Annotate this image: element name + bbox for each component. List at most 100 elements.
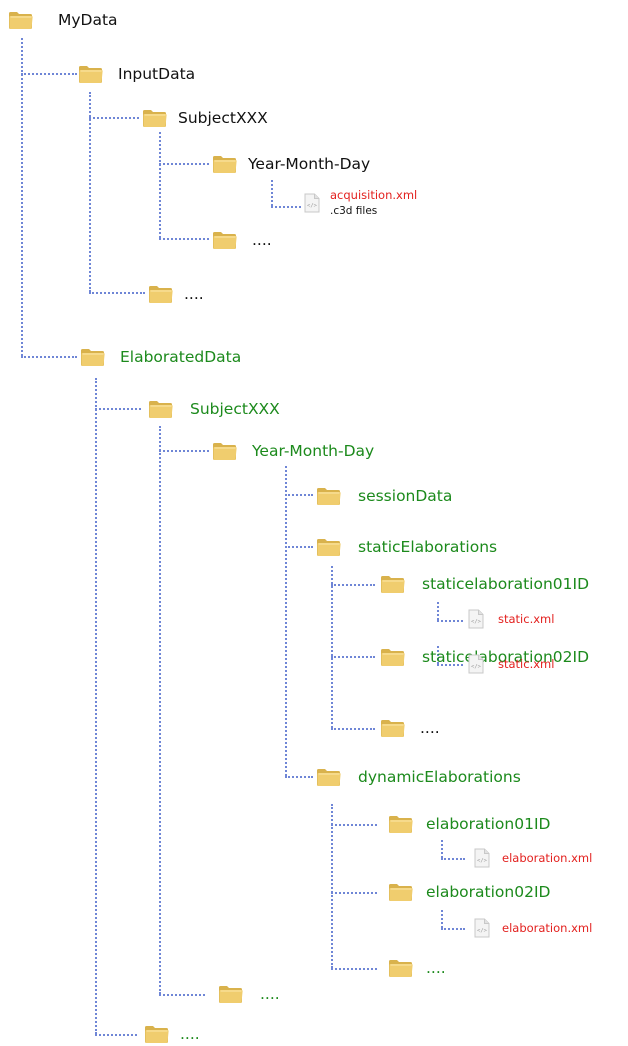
file-label: elaboration.xml	[502, 921, 593, 935]
folder-icon	[142, 108, 168, 128]
connector-line	[159, 238, 209, 240]
folder-icon	[148, 399, 174, 419]
folder-node-inputdata[interactable]: InputData	[78, 62, 195, 86]
connector-line	[437, 664, 463, 666]
folder-label: elaboration01ID	[426, 815, 551, 833]
folder-label: ....	[180, 1025, 200, 1043]
connector-line	[285, 466, 287, 776]
connector-line	[21, 73, 77, 75]
connector-line	[89, 292, 145, 294]
folder-node-static-elaborations[interactable]: staticElaborations	[316, 535, 497, 559]
connector-line	[95, 408, 141, 410]
folder-node-static-more[interactable]: ....	[380, 716, 440, 740]
folder-label: ....	[252, 231, 272, 249]
folder-node-input-date-more[interactable]: ....	[212, 228, 272, 252]
folder-icon	[316, 537, 342, 557]
connector-line	[441, 910, 443, 928]
connector-line	[331, 824, 377, 826]
xml-file-icon: </>	[468, 609, 484, 629]
connector-line	[285, 494, 313, 496]
folder-node-static02[interactable]: staticelaboration02ID	[380, 645, 589, 669]
connector-line	[21, 38, 23, 356]
connector-line	[159, 994, 205, 996]
connector-line	[331, 566, 333, 728]
xml-file-icon: </>	[304, 193, 320, 213]
svg-text:</>: </>	[477, 928, 488, 934]
connector-line	[95, 378, 97, 1034]
file-label: static.xml	[498, 657, 555, 671]
folder-icon	[316, 486, 342, 506]
folder-label: InputData	[118, 65, 196, 83]
file-node-static01[interactable]: </> static.xml	[468, 608, 554, 630]
svg-text:</>: </>	[307, 203, 318, 209]
folder-node-sessiondata[interactable]: sessionData	[316, 484, 452, 508]
folder-node-elab-subject-more[interactable]: ....	[144, 1022, 200, 1046]
folder-node-input-subject-more[interactable]: ....	[148, 282, 204, 306]
folder-icon	[316, 767, 342, 787]
connector-line	[271, 206, 301, 208]
file-label: static.xml	[498, 612, 555, 626]
connector-line	[271, 180, 273, 206]
connector-line	[331, 584, 375, 586]
file-label: acquisition.xml	[330, 188, 418, 202]
folder-icon	[212, 441, 238, 461]
folder-label: ....	[184, 285, 204, 303]
connector-line	[441, 928, 465, 930]
connector-line	[285, 776, 313, 778]
folder-node-mydata[interactable]: MyData	[8, 8, 118, 32]
connector-line	[331, 892, 377, 894]
folder-icon	[388, 814, 414, 834]
file-node-elab02[interactable]: </> elaboration.xml	[474, 917, 592, 939]
svg-text:</>: </>	[477, 858, 488, 864]
folder-icon	[8, 10, 34, 30]
folder-icon	[380, 718, 406, 738]
file-node-elab01[interactable]: </> elaboration.xml	[474, 847, 592, 869]
connector-line	[331, 728, 375, 730]
folder-label: staticelaboration01ID	[422, 575, 590, 593]
folder-node-elab-date[interactable]: Year-Month-Day	[212, 439, 374, 463]
folder-label: dynamicElaborations	[358, 768, 521, 786]
connector-line	[331, 656, 375, 658]
connector-line	[89, 92, 91, 292]
folder-label: Year-Month-Day	[252, 442, 375, 460]
folder-node-elab02[interactable]: elaboration02ID	[388, 880, 550, 904]
file-node-acquisition[interactable]: </> acquisition.xml .c3d files	[304, 186, 417, 220]
svg-text:</>: </>	[471, 664, 482, 670]
file-node-static02[interactable]: </> static.xml	[468, 653, 554, 675]
folder-node-dynamic-elaborations[interactable]: dynamicElaborations	[316, 765, 521, 789]
connector-line	[89, 117, 139, 119]
folder-node-elab-subject[interactable]: SubjectXXX	[148, 397, 280, 421]
folder-label: sessionData	[358, 487, 453, 505]
connector-line	[21, 356, 77, 358]
xml-file-icon: </>	[474, 848, 490, 868]
folder-icon	[212, 230, 238, 250]
folder-node-elaborateddata[interactable]: ElaboratedData	[80, 345, 241, 369]
folder-label: ....	[260, 985, 280, 1003]
file-sublabel: .c3d files	[330, 205, 378, 217]
connector-line	[331, 804, 333, 968]
folder-node-elab-date-more[interactable]: ....	[218, 982, 280, 1006]
folder-icon	[212, 154, 238, 174]
folder-label: ....	[420, 719, 440, 737]
folder-node-dynamic-more[interactable]: ....	[388, 956, 446, 980]
file-label: elaboration.xml	[502, 851, 593, 865]
folder-icon	[80, 347, 106, 367]
folder-icon	[380, 574, 406, 594]
folder-node-static01[interactable]: staticelaboration01ID	[380, 572, 589, 596]
connector-line	[159, 426, 161, 994]
connector-line	[159, 450, 209, 452]
folder-label: staticelaboration02ID	[422, 648, 590, 666]
folder-node-elab01[interactable]: elaboration01ID	[388, 812, 550, 836]
connector-line	[437, 602, 439, 620]
folder-label: elaboration02ID	[426, 883, 551, 901]
xml-file-icon: </>	[474, 918, 490, 938]
folder-label: SubjectXXX	[190, 400, 280, 418]
connector-line	[437, 646, 439, 664]
folder-icon	[144, 1024, 170, 1044]
folder-node-input-subject[interactable]: SubjectXXX	[142, 106, 268, 130]
connector-line	[159, 163, 209, 165]
folder-node-input-date[interactable]: Year-Month-Day	[212, 152, 370, 176]
connector-line	[441, 858, 465, 860]
folder-icon	[388, 882, 414, 902]
